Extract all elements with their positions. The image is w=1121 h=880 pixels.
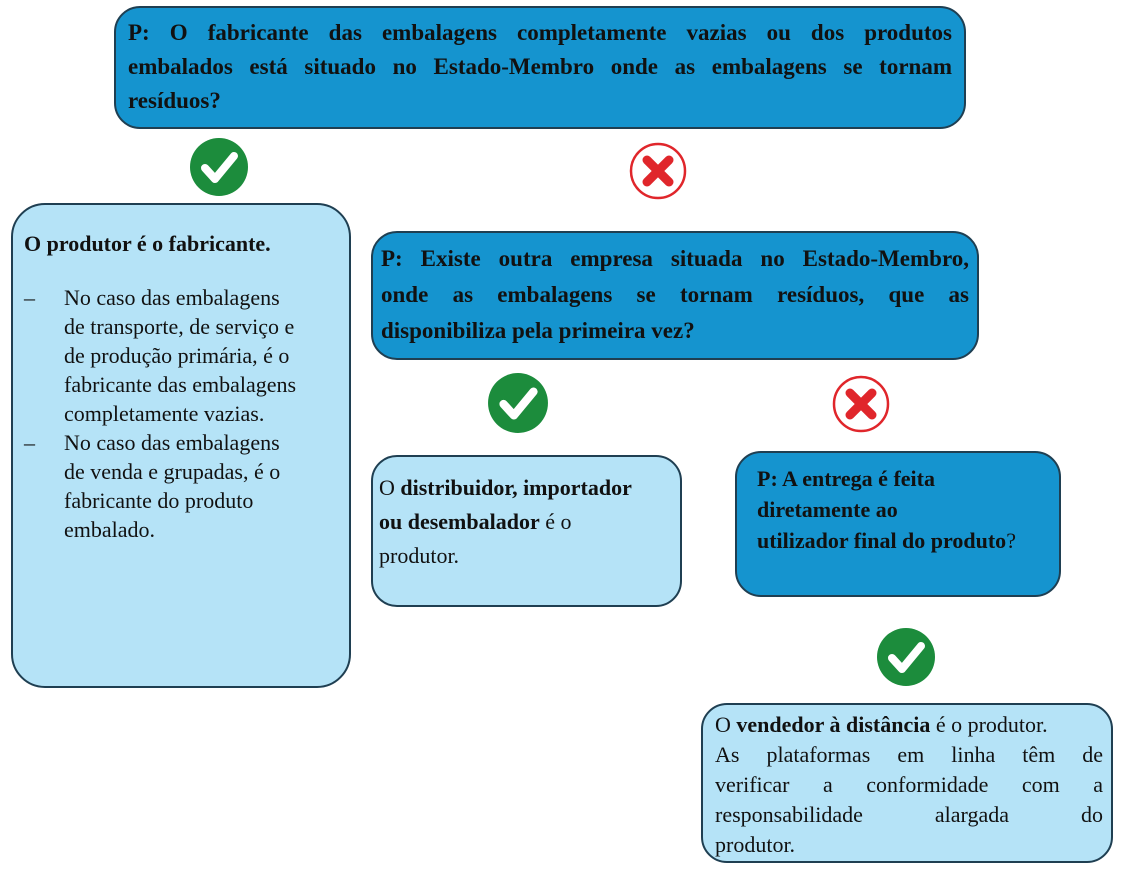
question-2-text: P: Existe outra empresa situada no Estad… [381,241,969,349]
list-item-line: de transporte, de serviço e [64,314,295,339]
answer-2-bold: ou desembalador [379,509,540,534]
answer-2-line: ou desembalador é o [379,505,674,539]
bullet-dash: – [24,430,35,455]
answer-1-title: O produtor é o fabricante. [24,231,271,256]
check-icon [488,373,548,433]
question-2-line: disponibiliza pela primeira vez? [381,318,695,343]
question-3-line: diretamente ao [757,497,898,522]
list-item: – No caso das embalagens de transporte, … [24,283,337,428]
question-2-line: P: Existe outra empresa situada no Estad… [381,246,969,271]
answer-2-line: O distribuidor, importador [379,471,674,505]
question-1-text: P: O fabricante das embalagens completam… [128,16,952,118]
answer-producer-manufacturer-box: O produtor é o fabricante. – No caso das… [11,203,351,688]
answer-3-prefix: O [715,712,737,737]
answer-distributor-box: O distribuidor, importador ou desembalad… [371,455,682,607]
answer-3-first-line: O vendedor à distância é o produtor. [715,710,1103,740]
list-item-line: de venda e grupadas, é o [64,459,281,484]
question-2-box: P: Existe outra empresa situada no Estad… [371,231,979,360]
list-item: – No caso das embalagens de venda e grup… [24,428,337,544]
list-item-line: completamente vazias. [64,401,265,426]
answer-3-bold: vendedor à distância [736,712,931,737]
question-2-line: onde as embalagens se tornam resíduos, q… [381,282,969,307]
bullet-dash: – [24,285,35,310]
list-item-line: embalado. [64,517,156,542]
list-item-line: No caso das embalagens [64,430,280,455]
cross-icon [629,142,687,200]
answer-3-line: As plataformas em linha têm de [715,742,1103,767]
question-3-line: P: A entrega é feita [757,466,935,491]
answer-3-suffix: é o produtor. [930,712,1048,737]
question-3-line: utilizador final do produto? [757,525,1053,556]
answer-distance-seller-box: O vendedor à distância é o produtor. As … [701,703,1113,863]
answer-3-line: responsabilidade alargada do [715,802,1103,827]
question-3-text: utilizador final do produto [757,528,1007,553]
question-3-box: P: A entrega é feita diretamente ao util… [735,451,1061,597]
cross-icon [832,375,890,433]
question-1-line: P: O fabricante das embalagens completam… [128,20,952,45]
question-1-line: resíduos? [128,88,221,113]
question-1-box: P: O fabricante das embalagens completam… [114,6,966,129]
question-1-line: embalados está situado no Estado-Membro … [128,54,952,79]
check-icon [190,138,248,196]
question-mark: ? [1006,528,1016,553]
answer-2-bold: distribuidor, importador [400,475,632,500]
answer-3-line: produtor. [715,832,796,857]
answer-2-prefix: O [379,475,401,500]
list-item-line: fabricante do produto [64,488,254,513]
answer-3-line: verificar a conformidade com a [715,772,1103,797]
list-item-line: No caso das embalagens [64,285,280,310]
list-item-line: fabricante das embalagens [64,372,297,397]
check-icon [877,628,935,686]
list-item-line: de produção primária, é o [64,343,290,368]
answer-2-line: produtor. [379,543,460,568]
answer-2-suffix: é o [539,509,572,534]
